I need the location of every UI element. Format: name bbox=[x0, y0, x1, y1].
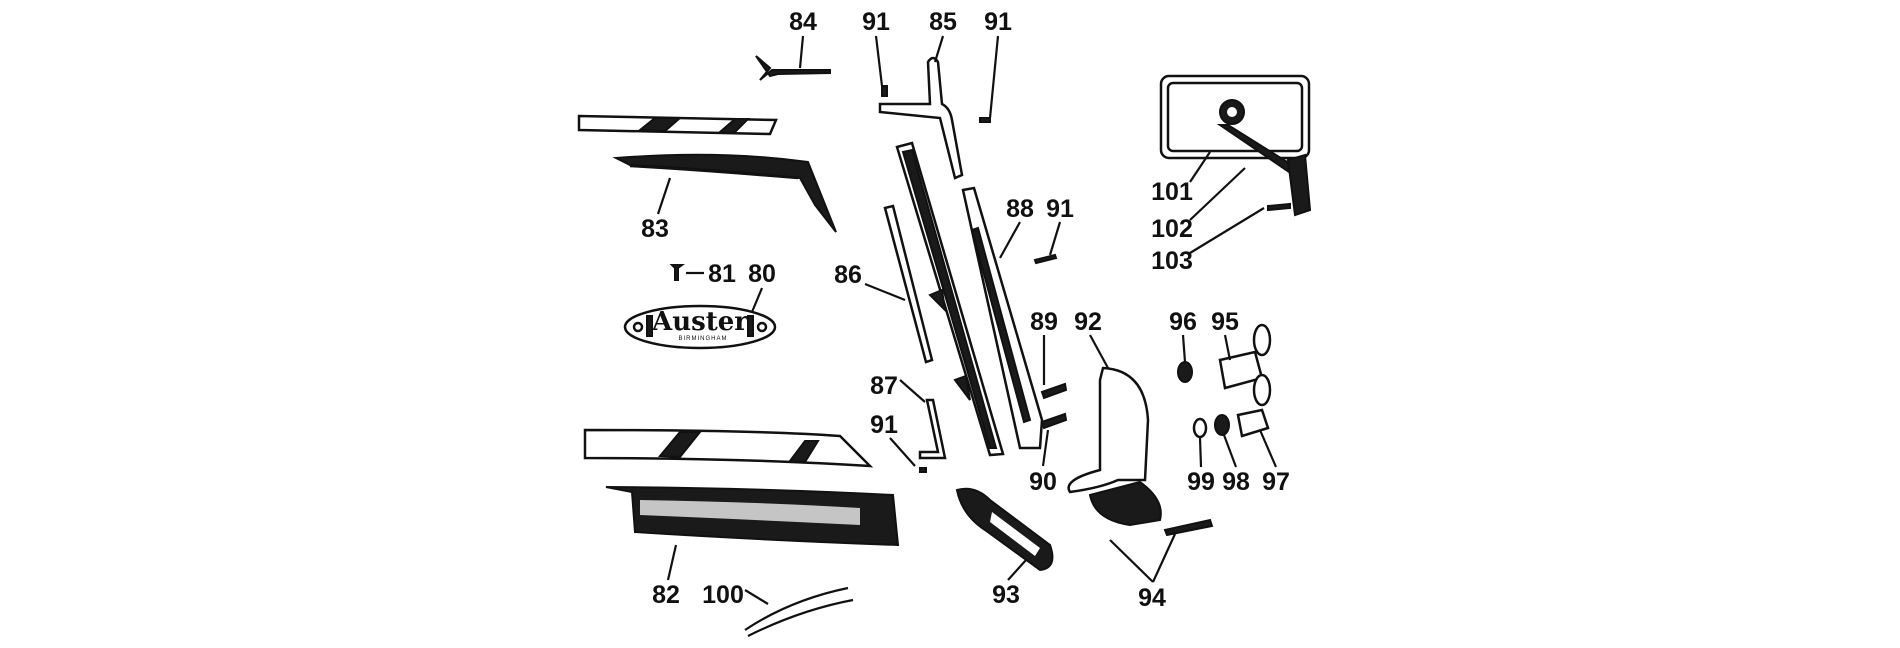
part-80-emblem: Auster BIRMINGHAM bbox=[623, 304, 777, 350]
label-102: 102 bbox=[1151, 215, 1193, 243]
label-100: 100 bbox=[702, 581, 744, 609]
label-85: 85 bbox=[929, 8, 957, 36]
leader-lines bbox=[656, 35, 1278, 605]
part-86-strip bbox=[883, 204, 934, 364]
part-81-screw bbox=[669, 264, 685, 281]
part-95-wing-nut bbox=[1218, 323, 1272, 407]
part-93-plate bbox=[955, 487, 1054, 572]
part-labels: 84 91 85 91 83 81 80 86 88 91 89 92 87 9… bbox=[641, 8, 1290, 612]
part-92-bracket bbox=[1067, 366, 1214, 537]
part-82-trim bbox=[605, 486, 900, 547]
label-101: 101 bbox=[1151, 178, 1193, 206]
label-97: 97 bbox=[1262, 468, 1290, 496]
label-95: 95 bbox=[1211, 308, 1239, 336]
label-81: 81 bbox=[708, 260, 736, 288]
lower-trim-strip bbox=[583, 428, 874, 468]
emblem-subtext: BIRMINGHAM bbox=[679, 336, 728, 342]
label-86: 86 bbox=[834, 261, 862, 289]
label-91: 91 bbox=[870, 411, 898, 439]
upper-trim-strip bbox=[577, 114, 778, 136]
label-89: 89 bbox=[1030, 308, 1058, 336]
label-92: 92 bbox=[1074, 308, 1102, 336]
label-83: 83 bbox=[641, 215, 669, 243]
part-87-bracket bbox=[918, 398, 947, 473]
label-91: 91 bbox=[984, 8, 1012, 36]
label-84: 84 bbox=[789, 8, 817, 36]
label-99: 99 bbox=[1187, 468, 1215, 496]
part-83-trim bbox=[612, 153, 837, 233]
emblem-text: Auster bbox=[651, 307, 748, 337]
part-96-nut bbox=[1177, 361, 1193, 383]
part-85-bracket bbox=[878, 56, 991, 180]
part-84-wing-bolt bbox=[755, 55, 831, 81]
label-91: 91 bbox=[862, 8, 890, 36]
windscreen-frame bbox=[895, 141, 1005, 457]
part-99-washer bbox=[1192, 417, 1208, 439]
label-94: 94 bbox=[1138, 584, 1166, 612]
label-88: 88 bbox=[1006, 195, 1034, 223]
part-97-cap-nut bbox=[1236, 408, 1270, 438]
label-96: 96 bbox=[1169, 308, 1197, 336]
label-87: 87 bbox=[870, 372, 898, 400]
label-103: 103 bbox=[1151, 247, 1193, 275]
label-80: 80 bbox=[748, 260, 776, 288]
label-82: 82 bbox=[652, 581, 680, 609]
part-101-mirror bbox=[1159, 74, 1312, 217]
label-91: 91 bbox=[1046, 195, 1074, 223]
part-88-frame bbox=[961, 186, 1068, 450]
label-98: 98 bbox=[1222, 468, 1250, 496]
part-100-wire bbox=[744, 586, 854, 637]
label-93: 93 bbox=[992, 581, 1020, 609]
label-90: 90 bbox=[1029, 468, 1057, 496]
part-98-nut bbox=[1214, 414, 1230, 436]
